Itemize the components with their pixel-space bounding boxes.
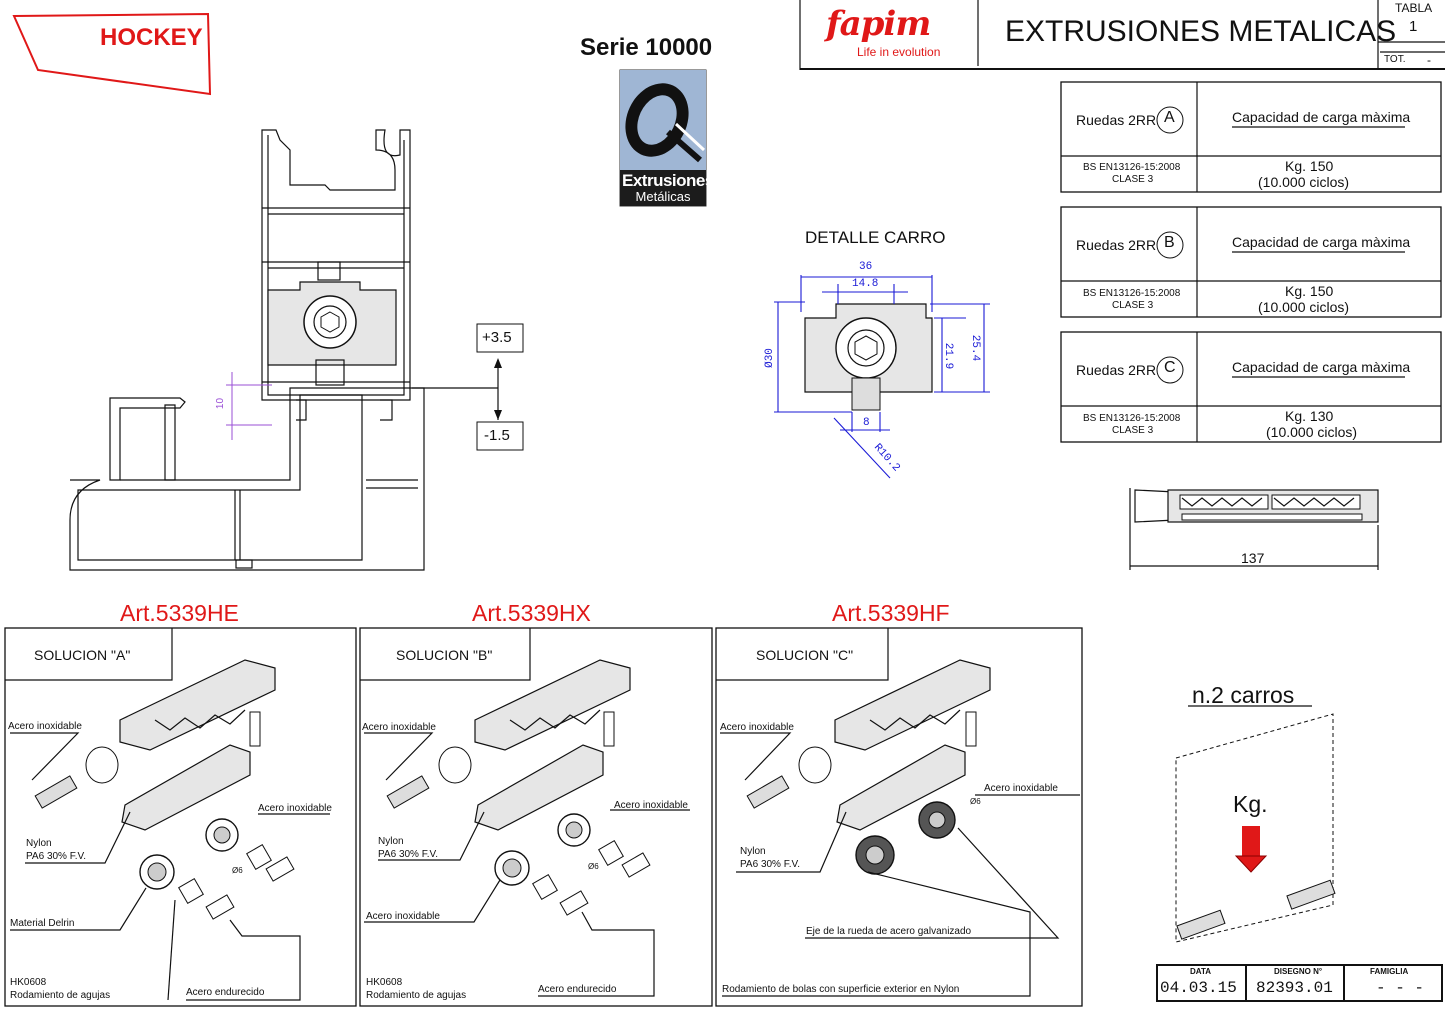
extrusiones-line2: Metálicas — [635, 189, 691, 204]
footer-disegno-value: 82393.01 — [1256, 979, 1333, 997]
footer-data-value: 04.03.15 — [1160, 979, 1237, 997]
dim-36: 36 — [859, 261, 873, 273]
footer-box — [1156, 964, 1443, 1002]
article-he: Art.5339HE — [120, 600, 239, 626]
fapim-logo: fapim — [826, 4, 931, 44]
plus-tolerance: +3.5 — [482, 329, 512, 346]
dim-21-9: 21.9 — [942, 342, 955, 370]
profile-section — [69, 129, 524, 571]
solution-a-rod: Rodamiento de agujas — [10, 990, 111, 1001]
table-b-norm: BS EN13126-15:2008 — [1083, 288, 1181, 299]
solution-a-nylon2: PA6 30% F.V. — [26, 851, 87, 862]
solution-a-nylon1: Nylon — [26, 838, 52, 849]
hockey-badge — [12, 12, 212, 96]
solution-a-bottom1: Material Delrin — [10, 918, 75, 929]
solution-c-nylon2: PA6 30% F.V. — [740, 859, 801, 870]
dim-25-4: 25.4 — [969, 334, 982, 362]
table-a-clase: CLASE 3 — [1112, 174, 1154, 185]
tabla-label: TABLA — [1395, 1, 1433, 15]
solution-c-title: SOLUCION "C" — [756, 647, 854, 663]
table-c-label: Ruedas 2RR — [1076, 362, 1157, 378]
solution-b-nylon2: PA6 30% F.V. — [378, 849, 439, 860]
carros-panel — [1175, 705, 1336, 943]
solution-b-rod: Rodamiento de agujas — [366, 990, 467, 1001]
exploded-view-b — [364, 659, 690, 997]
tabla-value: 1 — [1409, 18, 1418, 35]
table-b-kg: Kg. 150 — [1285, 283, 1334, 299]
table-c-cycles: (10.000 ciclos) — [1266, 424, 1358, 440]
solution-a-title: SOLUCION "A" — [34, 647, 131, 663]
solution-c-phi: Ø6 — [970, 797, 981, 806]
solution-b-title: SOLUCION "B" — [396, 647, 493, 663]
dim-10: 10 — [215, 397, 227, 410]
minus-tolerance: -1.5 — [484, 427, 510, 444]
carriage-side-view — [1129, 488, 1379, 570]
solution-c-eje: Eje de la rueda de acero galvanizado — [806, 926, 972, 937]
detail-title: DETALLE CARRO — [805, 228, 946, 247]
extrusiones-logo — [619, 69, 707, 207]
dim-14-8: 14.8 — [852, 278, 879, 290]
table-c-letter: C — [1164, 359, 1176, 376]
carros-title: n.2 carros — [1192, 682, 1295, 708]
dim-30: Ø30 — [763, 348, 776, 368]
exploded-view-c — [720, 659, 1080, 997]
table-b-clase: CLASE 3 — [1112, 300, 1154, 311]
solution-a-phi: Ø6 — [232, 866, 243, 875]
tot-label: TOT. — [1384, 54, 1406, 65]
detail-carro — [774, 275, 990, 479]
hockey-label: HOCKEY — [100, 24, 203, 51]
table-a-label: Ruedas 2RR — [1076, 112, 1157, 128]
series-title: Serie 10000 — [580, 34, 713, 61]
solution-b-endur: Acero endurecido — [538, 984, 617, 995]
table-a-heading: Capacidad de carga màxima — [1232, 109, 1411, 125]
solution-c-acero1: Acero inoxidable — [720, 722, 794, 733]
table-a-letter: A — [1164, 109, 1175, 126]
article-hx: Art.5339HX — [472, 600, 591, 626]
solution-b-phi: Ø6 — [588, 862, 599, 871]
extrusiones-line1: Extrusiones — [622, 171, 714, 190]
table-c-norm: BS EN13126-15:2008 — [1083, 413, 1181, 424]
article-hf: Art.5339HF — [832, 600, 950, 626]
table-b-heading: Capacidad de carga màxima — [1232, 234, 1411, 250]
table-b-label: Ruedas 2RR — [1076, 237, 1157, 253]
solution-a-endur: Acero endurecido — [186, 987, 265, 998]
tot-value: - — [1427, 53, 1431, 67]
solution-c-acero2: Acero inoxidable — [984, 783, 1058, 794]
solution-b-acero2: Acero inoxidable — [614, 800, 688, 811]
solution-c-nylon1: Nylon — [740, 846, 766, 857]
capacity-frames — [1060, 81, 1442, 443]
solution-b-hk: HK0608 — [366, 977, 403, 988]
table-a-norm: BS EN13126-15:2008 — [1083, 162, 1181, 173]
footer-disegno-label: DISEGNO N° — [1274, 967, 1323, 976]
footer-data-label: DATA — [1190, 967, 1212, 976]
dim-8: 8 — [863, 417, 870, 429]
table-c-kg: Kg. 130 — [1285, 408, 1334, 424]
side-dim-137: 137 — [1241, 550, 1265, 566]
solution-b-nylon1: Nylon — [378, 836, 404, 847]
table-b-cycles: (10.000 ciclos) — [1258, 299, 1350, 315]
page-title: EXTRUSIONES METALICAS — [1005, 15, 1397, 48]
exploded-view-a — [10, 659, 330, 1001]
table-b-letter: B — [1164, 234, 1175, 251]
footer-famiglia-value: - - - — [1376, 979, 1425, 997]
header-frame — [799, 0, 1445, 70]
solution-a-acero2: Acero inoxidable — [258, 803, 332, 814]
solution-c-rod: Rodamiento de bolas con superficie exter… — [722, 984, 960, 995]
solution-frames — [4, 627, 1083, 1007]
footer-famiglia-label: FAMIGLIA — [1370, 967, 1409, 976]
solution-a-hk: HK0608 — [10, 977, 47, 988]
table-a-cycles: (10.000 ciclos) — [1258, 174, 1350, 190]
solution-b-bottom1: Acero inoxidable — [366, 911, 440, 922]
fapim-tagline: Life in evolution — [857, 45, 941, 59]
table-c-clase: CLASE 3 — [1112, 425, 1154, 436]
table-a-kg: Kg. 150 — [1285, 158, 1334, 174]
table-c-heading: Capacidad de carga màxima — [1232, 359, 1411, 375]
carros-kg: Kg. — [1233, 791, 1268, 817]
solution-a-acero1: Acero inoxidable — [8, 721, 82, 732]
solution-b-acero1: Acero inoxidable — [362, 722, 436, 733]
